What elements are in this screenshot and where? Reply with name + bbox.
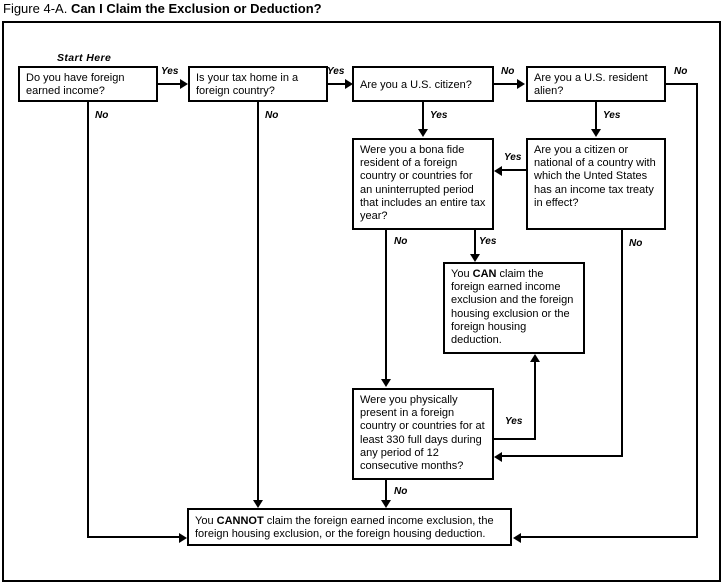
edge-label-treaty-yes: Yes (503, 152, 523, 163)
edge-income-yes-arrow (180, 79, 188, 89)
page-title: Figure 4-A. Can I Claim the Exclusion or… (3, 1, 322, 17)
node-tax-treaty-country[interactable]: Are you a citizen or national of a count… (526, 138, 666, 230)
figure-label: Figure 4-A. (3, 1, 68, 16)
cannot-claim-emphasis: CANNOT (216, 515, 264, 527)
can-claim-emphasis: CAN (472, 268, 497, 280)
edge-bonafide-yes-arrow (470, 254, 480, 262)
node-physical-presence[interactable]: Were you physically present in a foreign… (352, 388, 494, 480)
edge-presence-yes-hline (494, 438, 536, 440)
edge-taxhome-no-arrow (253, 500, 263, 508)
edge-alien-no-hline-bottom (521, 536, 698, 538)
cannot-claim-prefix: You (195, 515, 217, 527)
edge-citizen-no-line (494, 83, 518, 85)
edge-citizen-yes-vline (422, 102, 424, 130)
node-cannot-claim-result[interactable]: You CANNOT claim the foreign earned inco… (187, 508, 512, 546)
edge-treaty-yes-line (502, 169, 528, 171)
edge-bonafide-no-vline (385, 230, 387, 380)
edge-taxhome-yes-line (328, 83, 347, 85)
edge-citizen-yes-arrow (418, 129, 428, 137)
edge-label-income-yes: Yes (160, 66, 180, 77)
edge-label-presence-no: No (393, 486, 409, 497)
node-bona-fide-resident[interactable]: Were you a bona fide resident of a forei… (352, 138, 494, 230)
edge-presence-no-vline (385, 480, 387, 502)
edge-income-no-arrow (179, 533, 187, 543)
can-claim-prefix: You (451, 268, 473, 280)
edge-alien-no-hline-top (666, 83, 698, 85)
edge-label-citizen-yes: Yes (429, 110, 449, 121)
edge-presence-yes-vline (534, 362, 536, 440)
edge-label-citizen-no: No (500, 66, 516, 77)
start-here-label: Start Here (57, 52, 112, 64)
edge-income-yes-line (158, 83, 181, 85)
can-claim-suffix: claim the foreign earned income exclusio… (451, 268, 574, 347)
edge-treaty-no-vline (621, 230, 623, 457)
edge-label-income-no: No (94, 110, 110, 121)
edge-alien-yes-vline (595, 102, 597, 130)
edge-alien-no-arrow (513, 533, 521, 543)
cannot-claim-suffix: claim the foreign earned income exclusio… (195, 515, 494, 541)
node-tax-home[interactable]: Is your tax home in a foreign country? (188, 66, 328, 102)
edge-treaty-yes-arrow (494, 166, 502, 176)
edge-treaty-no-arrow (494, 452, 502, 462)
edge-label-taxhome-yes: Yes (326, 66, 346, 77)
figure-name: Can I Claim the Exclusion or Deduction? (70, 1, 322, 16)
node-can-claim-result[interactable]: You CAN claim the foreign earned income … (443, 262, 585, 354)
edge-taxhome-no-vline (257, 102, 259, 502)
edge-presence-no-arrow (381, 500, 391, 508)
edge-presence-yes-arrow (530, 354, 540, 362)
edge-alien-yes-arrow (591, 129, 601, 137)
chart-border (2, 21, 721, 582)
edge-label-treaty-no: No (628, 238, 644, 249)
node-foreign-earned-income[interactable]: Do you have foreign earned income? (18, 66, 158, 102)
node-us-resident-alien[interactable]: Are you a U.S. resident alien? (526, 66, 666, 102)
edge-income-no-hline (87, 536, 180, 538)
edge-alien-no-vline (696, 83, 698, 538)
edge-income-no-vline (87, 102, 89, 538)
edge-taxhome-yes-arrow (345, 79, 353, 89)
edge-label-alien-no: No (673, 66, 689, 77)
edge-treaty-no-hline (502, 455, 623, 457)
edge-label-taxhome-no: No (264, 110, 280, 121)
edge-label-bonafide-no: No (393, 236, 409, 247)
edge-label-bonafide-yes: Yes (478, 236, 498, 247)
edge-label-alien-yes: Yes (602, 110, 622, 121)
edge-bonafide-yes-vline (474, 230, 476, 255)
edge-citizen-no-arrow (517, 79, 525, 89)
edge-label-presence-yes: Yes (504, 416, 524, 427)
node-us-citizen[interactable]: Are you a U.S. citizen? (352, 66, 494, 102)
edge-bonafide-no-arrow (381, 379, 391, 387)
